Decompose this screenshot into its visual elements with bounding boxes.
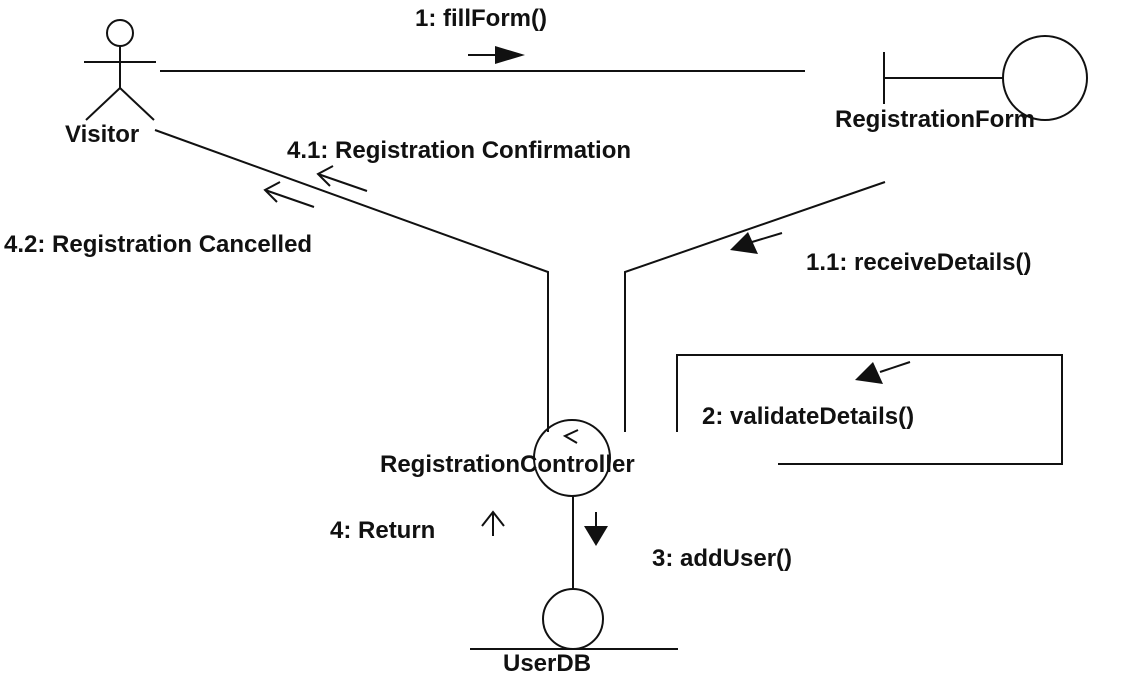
registration-form-boundary (883, 35, 1088, 121)
arrow-validatedetails (855, 361, 911, 384)
message-arrows (263, 46, 911, 546)
control-arrowhead (562, 429, 579, 444)
actor-right-leg (119, 87, 155, 121)
entity-circle (542, 588, 604, 650)
registration-controller-label: RegistrationController (380, 451, 635, 478)
actor-left-leg (85, 87, 121, 121)
message-label-validatedetails: 2: validateDetails() (702, 403, 914, 430)
message-label-fillform: 1: fillForm() (415, 5, 547, 32)
arrow-return (481, 510, 505, 536)
message-label-cancelled: 4.2: Registration Cancelled (4, 231, 312, 258)
arrow-receivedetails (730, 232, 783, 254)
user-db-entity (470, 588, 678, 650)
link-visitor-controller (154, 129, 549, 432)
user-db-label: UserDB (503, 650, 591, 675)
boundary-circle (1002, 35, 1088, 121)
visitor-label: Visitor (65, 121, 139, 148)
arrow-fillform (468, 46, 525, 64)
message-label-confirmation: 4.1: Registration Confirmation (287, 137, 631, 164)
links (154, 70, 1063, 589)
arrow-confirmation (316, 165, 368, 192)
arrow-cancelled (263, 181, 315, 208)
message-label-return: 4: Return (330, 517, 435, 544)
link-form-controller (624, 181, 886, 432)
arrow-adduser (584, 512, 608, 546)
registration-form-label: RegistrationForm (835, 106, 1035, 133)
actor-head (106, 19, 134, 47)
visitor-actor (84, 19, 156, 121)
link-controller-self (676, 354, 1063, 465)
message-label-receivedetails: 1.1: receiveDetails() (806, 249, 1031, 276)
message-label-adduser: 3: addUser() (652, 545, 792, 572)
